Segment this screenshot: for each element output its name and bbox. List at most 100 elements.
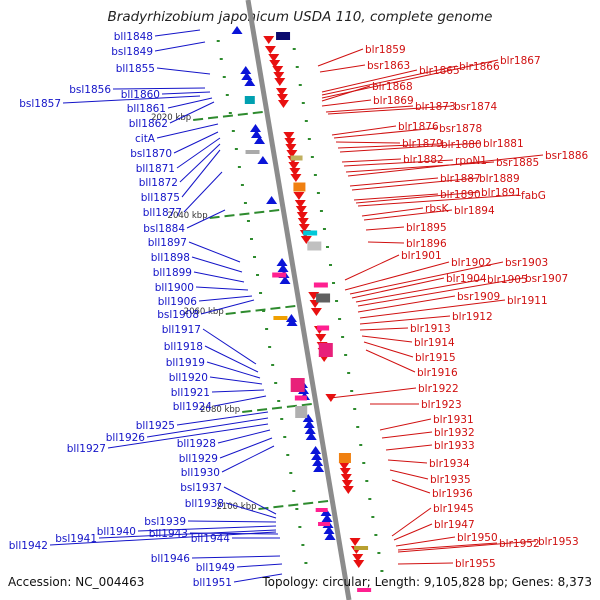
gene-block (295, 406, 308, 418)
gene-label-blr1922: blr1922 (418, 383, 459, 395)
reverse-strand-gene-arrow (231, 26, 243, 34)
gene-leader-line (187, 520, 277, 523)
forward-strand-gene-arrow (315, 334, 327, 342)
reverse-strand-gene-arrow (285, 314, 297, 322)
gene-label-blr1945: blr1945 (433, 503, 474, 515)
gene-leader-line (381, 431, 433, 439)
gene-label-bsr1903: bsr1903 (505, 257, 548, 269)
feature-tick (347, 372, 351, 374)
feature-tick (268, 346, 272, 348)
gene-label-blr1934: blr1934 (429, 458, 470, 470)
feature-tick (243, 202, 247, 204)
feature-tick (265, 328, 269, 330)
reverse-strand-gene-arrow (279, 276, 291, 284)
gene-leader-line (355, 191, 480, 204)
gene-leader-line (181, 149, 221, 198)
reverse-strand-gene-arrow (244, 78, 256, 86)
gene-label-blr1880: blr1880 (441, 139, 482, 151)
feature-tick (262, 310, 266, 312)
gene-leader-line (345, 161, 495, 173)
gene-label-bsr1907: bsr1907 (525, 273, 568, 285)
gene-label-blr1894: blr1894 (454, 205, 495, 217)
gene-leader-line (137, 525, 277, 532)
feature-tick (298, 526, 302, 528)
gene-block (290, 378, 305, 392)
gene-leader-line (357, 277, 524, 307)
gene-label-blr1876: blr1876 (398, 121, 439, 133)
reverse-strand-gene-arrow (240, 66, 252, 74)
gene-label-bll1855: bll1855 (116, 63, 155, 75)
gene-leader-line (98, 529, 277, 539)
forward-strand-gene-arrow (272, 66, 284, 74)
gene-block (276, 32, 291, 40)
feature-tick (359, 444, 363, 446)
gene-label-blr1913: blr1913 (410, 323, 451, 335)
gene-leader-line (391, 507, 432, 537)
gene-leader-line (321, 69, 418, 93)
reverse-strand-gene-arrow (302, 414, 314, 422)
gene-leader-line (206, 361, 261, 379)
gene-label-bll1875: bll1875 (141, 192, 180, 204)
gene-label-bll1925: bll1925 (136, 420, 175, 432)
forward-strand-gene-arrow (285, 144, 297, 152)
feature-tick (292, 490, 296, 492)
gene-label-blr1866: blr1866 (459, 61, 500, 73)
gene-label-bll1919: bll1919 (166, 357, 205, 369)
forward-strand-gene-arrow (353, 560, 365, 568)
gene-label-bll1928: bll1928 (177, 438, 216, 450)
gene-label-bsr1909: bsr1909 (457, 291, 500, 303)
forward-strand-gene-arrow (349, 538, 361, 546)
feature-tick (304, 120, 308, 122)
gene-label-bll1861: bll1861 (127, 103, 166, 115)
feature-tick (222, 76, 226, 78)
reverse-strand-gene-arrow (310, 446, 322, 454)
gene-label-blr1889: blr1889 (479, 173, 520, 185)
gene-leader-line (389, 469, 429, 480)
gene-leader-line (161, 91, 211, 95)
gene-leader-line (333, 127, 438, 139)
gene-label-blr1923: blr1923 (421, 399, 462, 411)
feature-tick (316, 192, 320, 194)
forward-strand-gene-arrow (296, 212, 308, 220)
feature-tick (216, 40, 220, 42)
kbp-tick (258, 500, 329, 510)
gene-leader-line (49, 531, 277, 546)
gene-label-blr1955: blr1955 (455, 558, 496, 570)
gene-label-bsl1908: bsl1908 (157, 309, 199, 321)
gene-leader-line (329, 387, 417, 399)
gene-leader-line (179, 143, 221, 183)
feature-tick (338, 318, 342, 320)
reverse-strand-gene-arrow (305, 432, 317, 440)
gene-label-fabG: fabG (521, 190, 546, 202)
kbp-label: 2060 kbp (184, 307, 224, 317)
feature-tick (335, 300, 339, 302)
gene-leader-line (325, 105, 414, 113)
gene-label-bll1906: bll1906 (158, 296, 198, 308)
feature-tick (274, 382, 278, 384)
feature-tick (277, 400, 281, 402)
gene-label-bsr1886: bsr1886 (545, 150, 588, 162)
forward-strand-gene-arrow (264, 46, 276, 54)
gene-leader-line (209, 376, 263, 385)
gene-label-bsl1937: bsl1937 (180, 482, 222, 494)
forward-strand-gene-arrow (310, 308, 322, 316)
gene-leader-line (156, 123, 219, 139)
gene-leader-line (156, 67, 211, 75)
feature-tick (307, 138, 311, 140)
gene-leader-line (183, 171, 223, 213)
feature-tick (259, 292, 263, 294)
gene-label-bll1924: bll1924 (173, 401, 213, 413)
feature-tick (237, 166, 241, 168)
gene-label-blr1914: blr1914 (414, 337, 455, 349)
gene-leader-line (351, 277, 445, 299)
gene-label-bll1920: bll1920 (169, 372, 208, 384)
gene-leader-line (341, 158, 402, 163)
gene-label-rbsK: rbsK (425, 203, 449, 215)
gene-block (313, 282, 328, 288)
gene-label-blr1895: blr1895 (406, 222, 447, 234)
gene-label-blr1905: blr1905 (487, 274, 528, 286)
gene-leader-line (331, 125, 397, 136)
gene-label-blr1881: blr1881 (483, 138, 524, 150)
gene-block (245, 150, 260, 154)
